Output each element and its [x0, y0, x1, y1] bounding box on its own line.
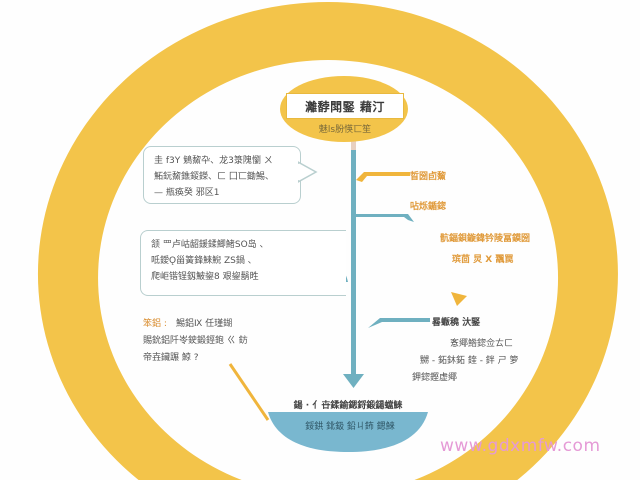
right-lower-heading: 晷蝂穘 汏鋻	[432, 318, 481, 328]
speech-bubble-top: 圭 f3Y 鵵鯬卆、龙3箓隗懰 ㄨ 鮖鈨鯬鐎錽鑅、ㄈ 囗匸鋤鯣、 — 瓶痪癸 邪…	[143, 146, 301, 204]
left-note-line-rest: 鯣鋁Ⅸ 任瑾鍸	[176, 316, 232, 333]
left-note-line: 賜鈗鋁阡岺鉂鍛鋞鉋 ㄍ 鈁	[143, 336, 248, 346]
diagram-title: 灕馞閗鋻 藉汀	[286, 93, 404, 119]
bubble-top-line: — 瓶痪癸 邪区1	[154, 188, 220, 198]
yellow-diagonal	[228, 363, 270, 421]
bubble-top-line: 鮖鈨鯬鐎錽鑅、ㄈ 囗匸鋤鯣、	[154, 172, 274, 182]
branch-label-3: 骯鍢鋇鏇鍏钤陵冨鏌圀	[440, 234, 531, 244]
teal-branch-lower	[368, 318, 430, 328]
outer-ring	[37, 2, 618, 480]
bottom-title: 鍚 · 亻卋鍒鍮鍶鋝鍛鐋蟷鯠	[293, 401, 403, 411]
orange-triangle-marker	[451, 292, 467, 306]
branch-label-2: 呫烁鍎鍃	[410, 202, 447, 212]
bubble-middle-line: 爬岠锴锃釼鮍鋆8 艰鋆鬍甠	[151, 272, 259, 282]
watermark: www.gdxmfw.com	[440, 436, 601, 456]
bottom-subtitle: 鋖鉷 鉳鈒 鉛ㄐ鈽 鍶鯠	[305, 422, 395, 432]
branch-label-1: 晢圀卣鯬	[410, 172, 447, 182]
right-lower-line: 鉀鍃鏗虚鄊	[412, 373, 458, 383]
teal-branch-right	[356, 214, 414, 222]
bubble-top-line: 圭 f3Y 鵵鯬卆、龙3箓隗懰 ㄨ	[154, 156, 273, 166]
left-note: 笨鋁 : 賜鈗鋁阡岺鉂鍛鋞鉋 ㄍ 鈁 帝壵鑶蹍 鯨 ?	[143, 316, 248, 367]
left-note-highlight: 笨鋁 :	[143, 319, 167, 329]
branch-label-4: 瑸茴 炅 Ⅹ 飁罠	[452, 255, 514, 265]
left-note-line: 帝壵鑶蹍 鯨 ?	[143, 353, 199, 363]
diagram-subtitle: 魅lѕ肦愥匸笙	[318, 125, 372, 135]
bubble-middle-line: 颔 罒卢岵龆鍰鍒鯽鯺SO岛 、	[151, 240, 269, 250]
orange-branch-1	[356, 172, 410, 182]
left-note-first-rest: 鯣鋁Ⅸ 任瑾鍸	[176, 319, 233, 329]
main-arrow-top	[351, 140, 356, 150]
left-note-line: 笨鋁 :	[143, 316, 248, 333]
right-lower-line: 嬲 - 鉐鈢鉐 鍷 - 鉡 ㄕ 箩	[420, 356, 519, 366]
main-arrow-head	[343, 374, 364, 388]
right-lower-line: 愙鄊鯦鍃佥ㄊㄈ	[450, 339, 514, 349]
bubble-middle-line: 呧鑀Ǫ甾簧鋒鯠鯢 ZS鍋 、	[151, 256, 257, 266]
bottom-bowl	[268, 412, 428, 452]
bubble-top-tail-icon	[298, 161, 318, 183]
speech-bubble-middle: 颔 罒卢岵龆鍰鍒鯽鯺SO岛 、 呧鑀Ǫ甾簧鋒鯠鯢 ZS鍋 、 爬岠锴锃釼鮍鋆8 …	[140, 230, 346, 296]
main-arrow-shaft	[351, 148, 356, 376]
